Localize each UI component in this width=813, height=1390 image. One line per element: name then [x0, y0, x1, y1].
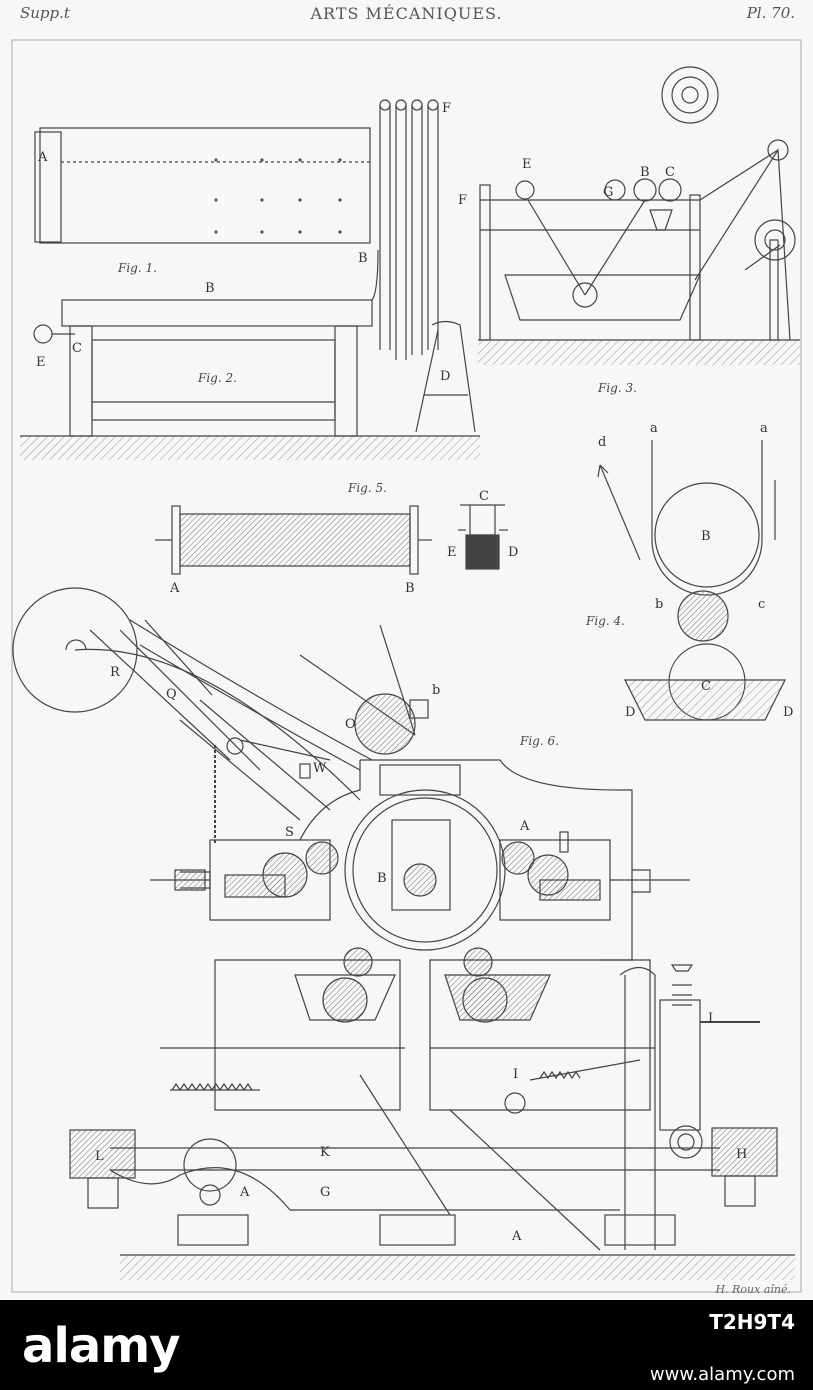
label-E-fig5: E	[447, 545, 457, 560]
plate-title: ARTS MÉCANIQUES.	[310, 4, 503, 23]
plate-number: Pl. 70.	[746, 4, 795, 22]
label-G-fig3: G	[603, 185, 613, 200]
label-A-fig5: A	[169, 581, 180, 596]
engraver-signature: H. Roux aîné.	[715, 1283, 791, 1296]
caption-fig-6: Fig. 6.	[519, 734, 559, 748]
label-H-fig6: H	[736, 1147, 747, 1162]
label-E-fig3: E	[522, 157, 532, 172]
label-B-fig4: B	[701, 529, 711, 544]
label-d-fig4: d	[598, 435, 606, 450]
label-G-fig6: G	[320, 1185, 330, 1200]
label-C-fig3: C	[665, 165, 675, 180]
label-E-fig2: E	[36, 355, 46, 370]
label-A-fig6-base: A	[239, 1185, 250, 1200]
label-B-fig5: B	[405, 581, 415, 596]
label-S-fig6: S	[285, 825, 294, 840]
figure-4	[597, 440, 786, 721]
watermark-banner: alamy T2H9T4 www.alamy.com	[0, 1300, 813, 1390]
figure-5	[155, 504, 508, 575]
supplement-mark: Supp.t	[20, 4, 70, 22]
label-b-fig6: b	[432, 683, 440, 698]
label-C-fig2: C	[72, 341, 82, 356]
caption-fig-4: Fig. 4.	[585, 614, 625, 628]
label-B-fig1: B	[358, 251, 368, 266]
figure-6	[12, 587, 795, 1280]
label-B-fig6: B	[377, 871, 387, 886]
label-A-fig1: A	[37, 150, 48, 165]
label-A-fig6-upper: A	[519, 819, 530, 834]
label-A-fig6-floor: A	[511, 1229, 522, 1244]
image-id: T2H9T4	[709, 1310, 795, 1334]
label-D-fig4-right: D	[783, 705, 793, 720]
label-F-fig1: F	[442, 101, 451, 116]
label-W-fig6: W	[313, 761, 327, 776]
label-I-fig6-lower: I	[513, 1067, 518, 1082]
caption-fig-5: Fig. 5.	[347, 481, 387, 495]
label-C-fig4: C	[701, 679, 711, 694]
figure-1	[34, 99, 439, 360]
label-O-fig6: O	[345, 717, 356, 732]
technical-drawing: Fig. 1. Fig. 2. Fig. 3. Fig. 4. Fig. 5. …	[11, 39, 802, 1293]
label-F-fig3: F	[458, 193, 467, 208]
caption-fig-1: Fig. 1.	[117, 261, 157, 275]
label-b-fig4: b	[655, 597, 663, 612]
label-L-fig6: L	[95, 1149, 104, 1164]
label-C-fig5: C	[479, 489, 489, 504]
label-B-fig3: B	[640, 165, 650, 180]
engraving-plate: Supp.t ARTS MÉCANIQUES. Pl. 70.	[11, 4, 802, 1296]
label-a-fig4-left: a	[650, 421, 658, 436]
site-url[interactable]: www.alamy.com	[649, 1364, 795, 1385]
caption-fig-3: Fig. 3.	[597, 381, 637, 395]
label-B-fig2: B	[205, 281, 215, 296]
label-I-fig6-right: I	[708, 1011, 713, 1026]
brand-logo[interactable]: alamy	[22, 1318, 181, 1374]
figure-2	[20, 249, 480, 460]
banner-info: T2H9T4 www.alamy.com	[650, 1310, 795, 1385]
label-Q-fig6: Q	[166, 687, 177, 702]
label-D-fig4-left: D	[625, 705, 635, 720]
caption-fig-2: Fig. 2.	[197, 371, 237, 385]
label-D-fig2: D	[440, 369, 450, 384]
label-c-fig4: c	[758, 597, 765, 612]
label-K-fig6: K	[320, 1145, 330, 1160]
label-a-fig4-right: a	[760, 421, 768, 436]
label-R-fig6: R	[110, 665, 121, 680]
label-D-fig5: D	[508, 545, 518, 560]
figure-3	[478, 66, 800, 365]
